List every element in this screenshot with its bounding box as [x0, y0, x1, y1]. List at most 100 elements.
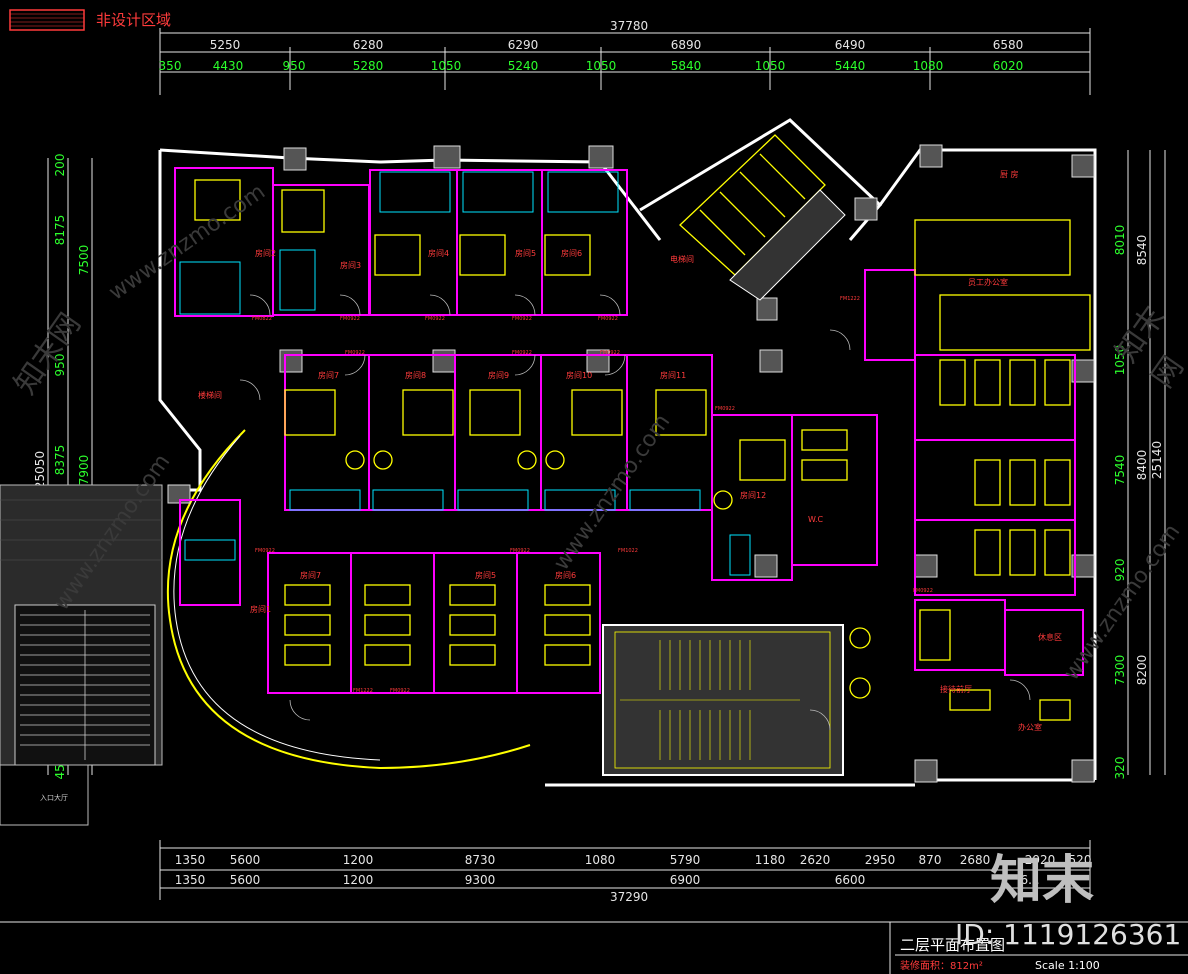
top-dimension-lines — [159, 28, 1091, 95]
top-dim-label: 6020 — [993, 59, 1024, 73]
bottom-dim-label: 8730 — [465, 853, 496, 867]
bottom-dim-label: 5600 — [230, 873, 261, 887]
right-dim-label: 7300 — [1113, 655, 1127, 686]
partitions — [174, 167, 1084, 694]
door-tag: FM0922 — [390, 688, 410, 694]
bottom-dim-label: 1200 — [343, 873, 374, 887]
bottom-dim-label: 2680 — [960, 853, 991, 867]
door-tag: FM0922 — [510, 548, 530, 554]
door-tag: FM0822 — [252, 316, 272, 322]
right-dim-label: 320 — [1113, 757, 1127, 780]
bottom-dim-label: 9300 — [465, 873, 496, 887]
reception-label: 接待前厅 — [940, 684, 972, 694]
area-note: 装修面积：812m² — [900, 959, 983, 972]
room-label-10: 房间10 — [566, 370, 592, 380]
legend: 非设计区域 — [9, 9, 171, 31]
drawing-title: 二层平面布置图 — [900, 936, 1005, 954]
stair-room-label: 楼梯间 — [198, 390, 222, 400]
top-dim-label: 5250 — [210, 38, 241, 52]
bottom-dimension-lines — [159, 840, 1091, 900]
entrance-stair-area: 入口大厅 — [0, 484, 163, 826]
right-dim-label: 8010 — [1113, 225, 1127, 256]
left-dim-label: 950 — [53, 354, 67, 377]
door-tags: FM0822 FM0922 FM0922 FM0922 FM0922 FM092… — [252, 296, 933, 694]
top-dim-label: 6280 — [353, 38, 384, 52]
lounge-label: 休息区 — [1038, 632, 1062, 642]
top-dim-label: 1050 — [431, 59, 462, 73]
bottom-dim-label: 1200 — [343, 853, 374, 867]
door-tag: FM0922 — [425, 316, 445, 322]
right-dim-label: 8200 — [1135, 655, 1149, 686]
room-labels: 房间2 房间3 房间4 房间5 房间6 房间7 房间8 房间9 房间10 房间1… — [198, 169, 1062, 732]
bottom-total-dim: 37290 — [610, 890, 648, 904]
bottom-dim-label: 2920 — [1025, 853, 1056, 867]
lift-label: 电梯间 — [670, 254, 694, 264]
top-dim-label: 5240 — [508, 59, 539, 73]
room-label-5b: 房间5 — [475, 570, 496, 580]
bottom-dim-label: 2620 — [800, 853, 831, 867]
door-tag: FM0922 — [512, 350, 532, 356]
top-dim-label: 6580 — [993, 38, 1024, 52]
room-label-6b: 房间6 — [555, 570, 576, 580]
curved-facade — [166, 429, 531, 770]
room-label-12: 房间12 — [740, 490, 766, 500]
office-label: 员工办公室 — [968, 277, 1008, 287]
non-design-area-swatch — [9, 9, 85, 31]
furniture — [194, 179, 1091, 721]
top-dim-label: 5840 — [671, 59, 702, 73]
room-label-4: 房间4 — [428, 248, 449, 258]
room-label-9: 房间9 — [488, 370, 509, 380]
scale-note: Scale 1:100 — [1035, 959, 1100, 972]
bottom-dim-label: 5600 — [230, 853, 261, 867]
legend-label: 非设计区域 — [96, 11, 171, 29]
top-dim-label: 1050 — [755, 59, 786, 73]
room-label-8: 房间8 — [405, 370, 426, 380]
door-tag: FM0922 — [255, 548, 275, 554]
door-tag: FM0922 — [512, 316, 532, 322]
bottom-dim-label: 5790 — [670, 853, 701, 867]
title-block: 二层平面布置图 装修面积：812m² Scale 1:100 — [0, 921, 1188, 974]
left-dim-label: 8175 — [53, 215, 67, 246]
kitchen-label: 厨 房 — [1000, 169, 1019, 179]
room-label-1: 房间1 — [250, 604, 271, 614]
door-tag: FM0922 — [913, 588, 933, 594]
top-dim-label: 5440 — [835, 59, 866, 73]
wc-label: W.C — [808, 515, 824, 524]
top-dim-label: 1050 — [586, 59, 617, 73]
room-label-7b: 房间7 — [300, 570, 321, 580]
top-dim-label: 950 — [283, 59, 306, 73]
left-dim-label: 7500 — [77, 245, 91, 276]
door-tag: FM1222 — [840, 296, 860, 302]
left-dim-label: 8375 — [53, 445, 67, 476]
door-tag: FM0922 — [715, 406, 735, 412]
top-dim-label: 6890 — [671, 38, 702, 52]
right-dim-label: 8540 — [1135, 235, 1149, 266]
top-dim-label: 4430 — [213, 59, 244, 73]
room-label-11: 房间11 — [660, 370, 686, 380]
room-label-6: 房间6 — [561, 248, 582, 258]
right-dimension-lines — [1127, 150, 1166, 775]
door-tag: FM0922 — [600, 350, 620, 356]
bottom-dim-label: 6900 — [670, 873, 701, 887]
bottom-dim-label: 6... — [1020, 873, 1039, 887]
bottom-dim-label: 6600 — [835, 873, 866, 887]
bottom-dim-label: 2950 — [865, 853, 896, 867]
bottom-dim-label: 1080 — [585, 853, 616, 867]
top-dim-label: 350 — [159, 59, 182, 73]
room-label-3: 房间3 — [340, 260, 361, 270]
top-dim-label: 6490 — [835, 38, 866, 52]
bottom-dim-label: 1180 — [755, 853, 786, 867]
bottom-dim-label: 870 — [919, 853, 942, 867]
door-tag: FM0922 — [345, 350, 365, 356]
right-dim-label: 1050 — [1113, 345, 1127, 376]
top-dim-label: 5280 — [353, 59, 384, 73]
left-dim-label: 25050 — [33, 451, 47, 489]
room-label-2: 房间2 — [255, 248, 276, 258]
right-dim-label: 25140 — [1150, 441, 1164, 479]
